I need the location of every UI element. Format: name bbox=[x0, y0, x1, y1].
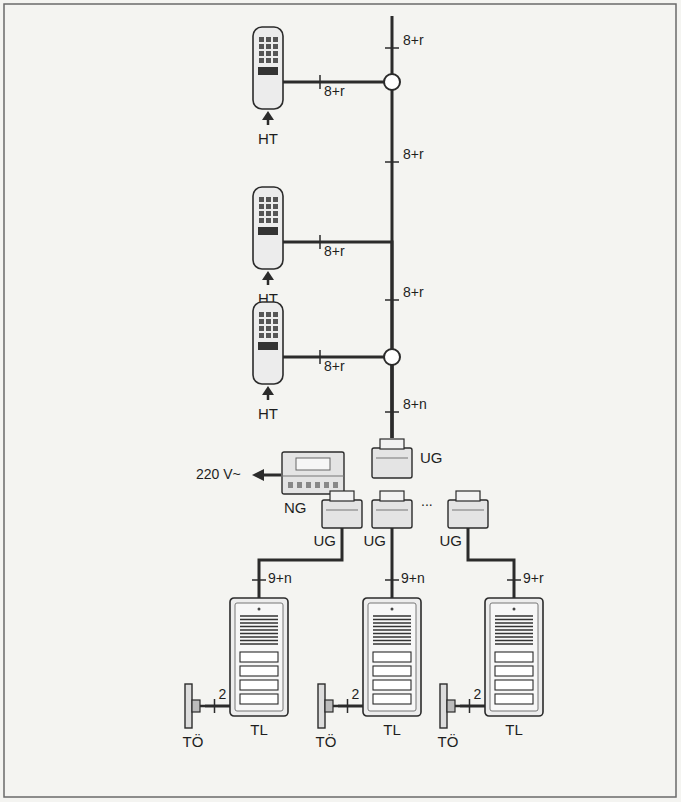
cable bbox=[205, 705, 230, 708]
mains-label: 220 V~ bbox=[196, 467, 241, 482]
cable-tick bbox=[385, 47, 399, 49]
cable-label: 8+r bbox=[403, 33, 424, 48]
switching-unit: UG bbox=[322, 490, 362, 528]
switching-unit-symbol bbox=[448, 490, 488, 528]
door-station-symbol bbox=[485, 598, 543, 716]
cable-label: 9+n bbox=[268, 571, 292, 586]
switching-unit-symbol bbox=[372, 438, 412, 478]
cable-label: 9+r bbox=[523, 571, 544, 586]
cable bbox=[391, 528, 394, 598]
bus-line bbox=[391, 16, 394, 82]
switching-unit-symbol bbox=[372, 490, 412, 528]
device-label: HT bbox=[258, 406, 278, 422]
cable bbox=[468, 528, 514, 598]
cable-tick bbox=[319, 350, 321, 364]
switching-unit: UG bbox=[372, 438, 412, 478]
handset: HT bbox=[250, 300, 286, 400]
cable bbox=[283, 357, 392, 438]
device-label: UG bbox=[420, 450, 443, 466]
handset: HT bbox=[250, 185, 286, 285]
handset-symbol bbox=[250, 300, 286, 400]
cable-label: 2 bbox=[352, 687, 360, 702]
cable-label: 9+n bbox=[401, 571, 425, 586]
device-label: TÖ bbox=[316, 734, 337, 750]
cable bbox=[259, 528, 342, 598]
door-station: TL bbox=[485, 598, 543, 716]
cable-label: 8+n bbox=[403, 397, 427, 412]
power-supply-symbol bbox=[282, 452, 344, 494]
handset-symbol bbox=[250, 185, 286, 285]
cable-label: 8+r bbox=[324, 244, 345, 259]
cable-label: 8+r bbox=[324, 84, 345, 99]
cable-tick bbox=[507, 579, 521, 581]
mains-arrow bbox=[262, 474, 281, 477]
junction-circle bbox=[384, 349, 400, 365]
door-station-symbol bbox=[230, 598, 288, 716]
cable-tick bbox=[385, 579, 399, 581]
cable-label: 8+r bbox=[403, 147, 424, 162]
device-label: TL bbox=[250, 722, 268, 738]
cable-tick bbox=[469, 699, 471, 713]
device-label: UG bbox=[440, 533, 463, 549]
cable bbox=[338, 705, 363, 708]
door-opener: TÖ bbox=[440, 684, 460, 728]
switching-unit-symbol bbox=[322, 490, 362, 528]
switching-unit: UG bbox=[372, 490, 412, 528]
cable bbox=[283, 242, 392, 438]
device-label: UG bbox=[364, 533, 387, 549]
ellipsis: ... bbox=[421, 494, 433, 509]
cable bbox=[283, 82, 392, 438]
switching-unit: UG bbox=[448, 490, 488, 528]
device-label: TL bbox=[505, 722, 523, 738]
door-opener: TÖ bbox=[185, 684, 205, 728]
device-label: NG bbox=[284, 500, 307, 516]
device-label: HT bbox=[258, 131, 278, 147]
handset-symbol bbox=[250, 25, 286, 125]
cable-tick bbox=[347, 699, 349, 713]
mains-arrowhead bbox=[252, 469, 264, 481]
door-opener: TÖ bbox=[318, 684, 338, 728]
device-label: TL bbox=[383, 722, 401, 738]
frame bbox=[4, 4, 676, 797]
door-station-symbol bbox=[363, 598, 421, 716]
cable bbox=[460, 705, 485, 708]
door-opener-symbol bbox=[440, 684, 460, 728]
cable-tick bbox=[319, 75, 321, 89]
device-label: TÖ bbox=[438, 734, 459, 750]
device-label: TÖ bbox=[183, 734, 204, 750]
door-opener-symbol bbox=[185, 684, 205, 728]
door-station: TL bbox=[363, 598, 421, 716]
junction-circle bbox=[384, 74, 400, 90]
door-opener-symbol bbox=[318, 684, 338, 728]
cable-label: 2 bbox=[474, 687, 482, 702]
cable-tick bbox=[252, 579, 266, 581]
cable-tick bbox=[214, 699, 216, 713]
door-station: TL bbox=[230, 598, 288, 716]
cable-label: 2 bbox=[219, 687, 227, 702]
cable-label: 8+r bbox=[324, 359, 345, 374]
power-supply: NG bbox=[282, 452, 344, 494]
handset: HT bbox=[250, 25, 286, 125]
device-label: UG bbox=[314, 533, 337, 549]
cable-label: 8+r bbox=[403, 285, 424, 300]
cable-tick bbox=[319, 235, 321, 249]
